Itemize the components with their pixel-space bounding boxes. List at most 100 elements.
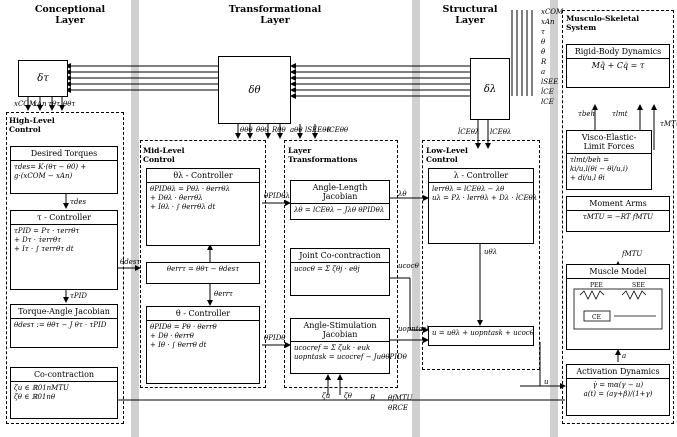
label-zeta-theta: ζθ [344,392,353,400]
joint-cocontraction-eq1: ucocθ = Σ ζθj · eθj [294,265,360,273]
layer-title-structural: Structural Layer [442,4,498,26]
layer-title-transformational: Transformational Layer [228,4,322,26]
musculo-skeletal-region [562,10,674,424]
pee-label: PEE [590,282,603,289]
lambda-ctrl-eq1: lerrθλ = lCEθλ − λθ [432,185,505,193]
label-u-theta-lambda: uθλ [484,248,498,256]
angle-length-eq1: λθ = lCEθλ − Jλθ θPIDθλ [294,206,385,214]
low-level-title: Low-Level Control [426,146,468,164]
lambda-controller-block: λ - Controller lerrθλ = lCEθλ − λθ uλ = … [428,168,538,244]
tau-controller-title: τ - Controller [37,213,91,222]
ce-label: CE [592,314,601,321]
theta-lambda-eq2: + Dθλ · θ̇errθλ [150,194,203,202]
label-theta-f-mtu: θfMTU [388,394,413,402]
angle-length-jacobian-block: Angle-Length Jacobian λθ = lCEθλ − Jλθ θ… [290,180,390,220]
cocontraction-eq1: ζu ∈ ℝ01nMTU [14,384,69,392]
desired-torques-eq2: g·(xCOM − xAn) [14,172,73,180]
theta-lambda-eq1: θPIDθλ = Pθλ · θerrθλ [150,185,231,193]
label-dtheta-0: θθθ [240,126,253,134]
tau-controller-block: τ - Controller τPID = Pτ · τerrθτ + Dτ ·… [10,210,118,290]
moment-arms-title: Moment Arms [589,199,647,208]
theta-ctrl-eq1: θPIDθ = Pθ · θerrθ [150,323,217,331]
rigid-body-eq1: Mq̈ + Cq̇ = τ [591,61,645,70]
label-tau-lmt: τlmt [612,110,628,118]
activation-eq2: a(t) = (aγ+β)/(1+γ) [583,390,653,398]
signal-a: a [541,68,546,76]
torque-angle-jacobian-block: Torque-Angle Jacobian θdesτ := θθτ − J θ… [10,304,118,348]
muscle-model-block: Muscle Model PEE SEE CE [566,264,670,350]
theta-lambda-eq3: + Iθλ · ∫ θerrθλ dt [150,203,216,211]
theta-ctrl-eq3: + Iθ · ∫ θerrθ dt [150,341,207,349]
activation-dynamics-block: Activation Dynamics γ̇ = mα(γ − u) a(t) … [566,364,670,416]
desired-torques-title: Desired Torques [30,149,98,158]
label-r-feedback: R [370,394,376,402]
signal-theta: θ [541,38,546,46]
cocontraction-block: Co-contraction ζu ∈ ℝ01nMTU ζθ ∈ ℝ01nθ [10,367,118,419]
label-dlambda-1: lCEθλ [490,128,512,136]
theta-error-block: θerrτ = θθτ − θdesτ [146,262,260,284]
desired-torques-block: Desired Torques τdes= K·(θτ − θ0) + g·(x… [10,146,118,194]
label-dlambda-0: l̇CEθλ [458,128,480,136]
signal-l-ce-dot: l̇CE [541,88,554,96]
torque-angle-title: Torque-Angle Jacobian [18,307,110,316]
lambda-ctrl-title: λ - Controller [453,171,509,180]
angle-length-title: Angle-Length Jacobian [312,183,368,201]
visco-eq2: ki/u,l(θi − θl/u,i) [570,165,628,173]
tau-controller-eq3: + Iτ · ∫ τerrθτ dt [14,245,74,253]
label-dtheta-2: Rθθ [272,126,286,134]
label-tau-beh: τbeh [578,110,596,118]
joint-cocontraction-title: Joint Co-contraction [299,251,381,260]
delta-tau-block: δτ [18,60,68,97]
angle-stimulation-eq2: uopntask = ucocref − JuθθPIDθ [294,353,407,361]
cocontraction-title: Co-contraction [33,370,95,379]
theta-lambda-controller-block: θλ - Controller θPIDθλ = Pθλ · θerrθλ + … [146,168,260,246]
signal-tau: τ [541,28,545,36]
visco-eq1: τlmt/beh = [570,156,610,164]
label-tau-pid: τPID [70,292,87,300]
cocontraction-eq2: ζθ ∈ ℝ01nθ [14,393,56,401]
mid-level-title: Mid-Level Control [143,146,185,164]
mid-level-region [140,140,266,388]
high-level-region [6,112,124,424]
label-tau-theta-out: τθτ [48,100,60,108]
activation-eq1: γ̇ = mα(γ − u) [592,381,644,389]
label-tau-des: τdes [70,198,87,206]
label-u: u [544,378,549,386]
theta-error-eq: θerrτ = θθτ − θdesτ [166,265,240,273]
label-tau-mtu: τMTU [660,120,677,128]
rigid-body-dynamics-block: Rigid-Body Dynamics Mq̈ + Cq̇ = τ [566,44,670,88]
label-u-coc: ucocθ [398,262,419,270]
delta-theta-block: δθ [218,56,291,124]
desired-torques-eq1: τdes= K·(θτ − θ0) + [14,163,87,171]
lambda-ctrl-eq2: uλ = Pλ · lerrθλ + Dλ · l̇CEθλ [432,194,538,202]
theta-lambda-ctrl-title: θλ - Controller [173,171,233,180]
signal-xan: xAn [541,18,555,26]
delta-lambda-block: δλ [470,58,510,120]
see-label: SEE [632,282,645,289]
high-level-title: High-Level Control [9,116,55,134]
label-xcom-out: xCOM [14,100,37,108]
label-a: a [622,352,627,360]
joint-cocontraction-block: Joint Co-contraction ucocθ = Σ ζθj · eθj [290,248,390,296]
tau-controller-eq2: + Dτ · τ̇errθτ [14,236,62,244]
label-dtheta-4: lSEEθθ [305,126,331,134]
angle-stimulation-jacobian-block: Angle-Stimulation Jacobian ucocref = Σ ζ… [290,318,407,374]
label-dtheta-5: lCEθθ [327,126,349,134]
low-level-region [422,140,540,370]
signal-xcom: xCOM [541,8,564,16]
layer-separator-3 [550,0,558,437]
layer-separator-1 [131,0,139,437]
signal-theta-dot: θ̇ [541,48,546,56]
visco-elastic-block: Visco-Elastic- Limit Forces τlmt/beh = k… [566,130,652,190]
sum-u-block: u = uθλ + uopntask + ucocθ [428,326,534,346]
torque-angle-eq1: θdesτ := θθτ − J θτ · τPID [14,321,107,329]
theta-ctrl-eq2: + Dθ · θ̇errθ [150,332,194,340]
moment-arms-block: Moment Arms τMTU = −RT fMTU [566,196,670,232]
signal-r: R [541,58,547,66]
muscle-model-title: Muscle Model [589,267,647,276]
visco-title: Visco-Elastic- [581,133,637,142]
label-theta-r-ce: θRCE [388,404,408,412]
label-zeta-u: ζu [322,392,331,400]
layer-transformations-region [284,140,398,388]
